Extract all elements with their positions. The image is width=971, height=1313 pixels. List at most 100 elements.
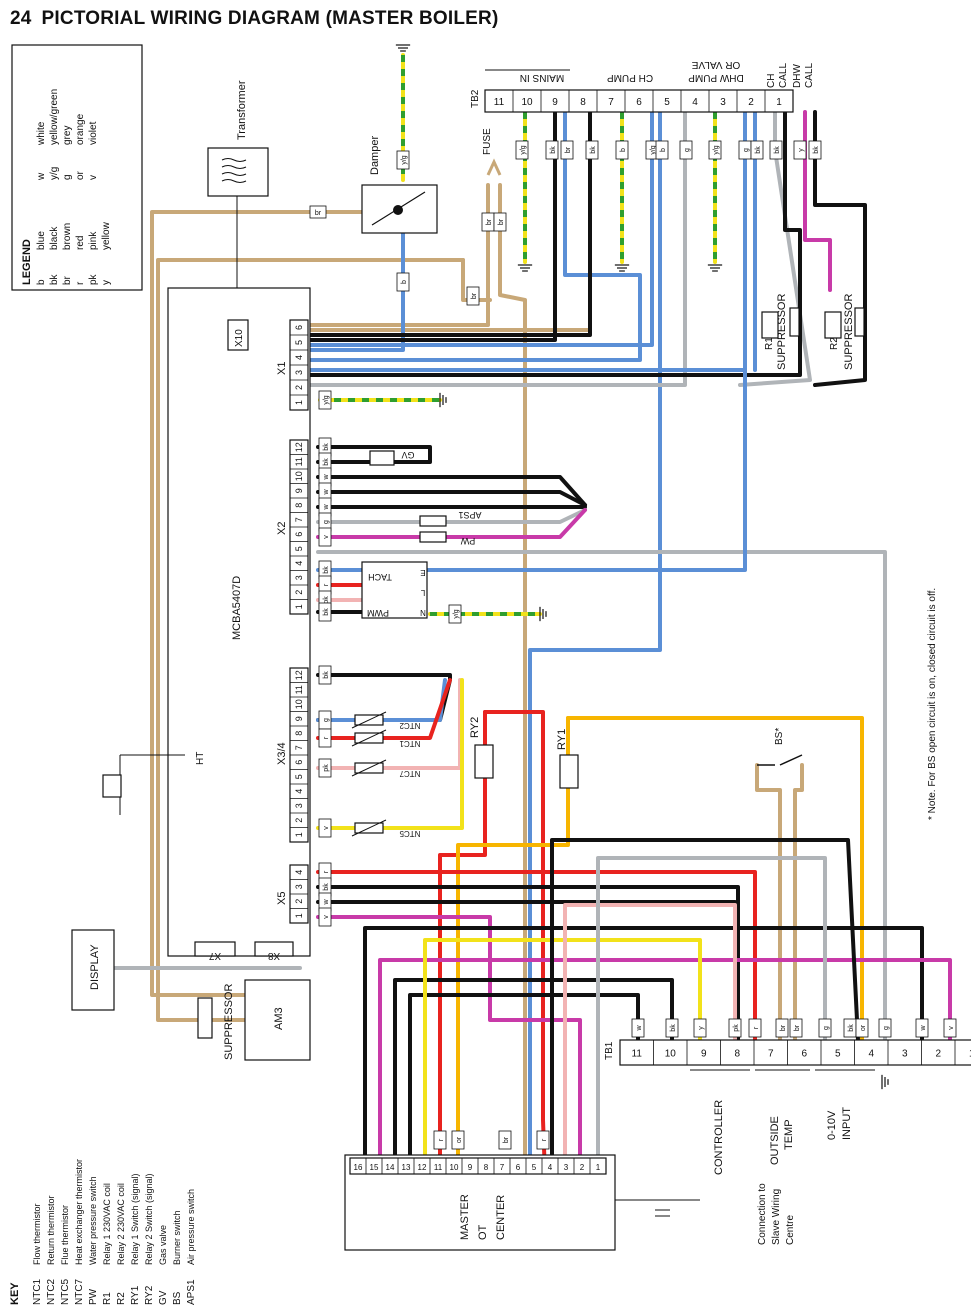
tb2-strip-pin: 11	[494, 97, 505, 108]
ntc2-label: NTC2	[399, 721, 420, 730]
tag-box	[560, 140, 574, 160]
x2-connector-pin: 8	[294, 503, 304, 508]
black-wire-ch-pump	[308, 110, 592, 337]
x1-connector-pin: 5	[294, 340, 304, 345]
tag-box	[808, 140, 822, 160]
tag-text: r	[438, 1138, 445, 1141]
tag-text: v	[323, 535, 330, 539]
tb2-tag: g	[738, 140, 752, 160]
tag-text: y	[698, 1026, 705, 1030]
x5-label: X5	[276, 892, 288, 905]
tag-text: br	[498, 218, 505, 225]
tag-text: pk	[323, 596, 330, 604]
tb1-strip-pin: 3	[902, 1049, 908, 1060]
ch-pump-earth	[614, 264, 630, 272]
black-wire-ot-16	[363, 926, 924, 1177]
legend-code: pk	[88, 273, 99, 285]
tb2-mains-label: MAINS IN	[520, 72, 564, 83]
legend-code: y/g	[49, 167, 60, 180]
tag-text: bk	[323, 608, 330, 616]
tag-text: y/g	[453, 609, 460, 618]
display-label: DISPLAY	[89, 944, 101, 990]
ot-strip-pin: 9	[468, 1163, 473, 1172]
black-wire-ot-13	[408, 993, 640, 1177]
x10-connector	[227, 319, 249, 351]
tag-box	[775, 1018, 789, 1038]
tag-box	[493, 212, 507, 232]
title-number: 24	[10, 8, 32, 29]
fan-e: E	[420, 568, 425, 577]
pw-label: PW	[460, 536, 475, 546]
tag-box	[708, 140, 722, 160]
tb1-strip-pin: 1	[969, 1049, 971, 1060]
blue-wire-damper-x1	[308, 230, 405, 352]
key-code: GV	[158, 1290, 169, 1305]
magenta-wire-pw	[316, 508, 587, 539]
tag-box	[318, 728, 332, 748]
title-text: PICTORIAL WIRING DIAGRAM (MASTER BOILER)	[41, 8, 499, 29]
ot-strip-pin: 2	[580, 1163, 585, 1172]
tb2-tag: bk	[750, 140, 764, 160]
tag-box	[318, 758, 332, 778]
display-box	[71, 929, 115, 1011]
fuse-symbol	[486, 158, 502, 176]
ot-strip-pin: 7	[500, 1163, 505, 1172]
am3-label: AM3	[273, 1007, 285, 1030]
black-wire-x5-3	[316, 885, 740, 1042]
tb2-tag: bk	[585, 140, 599, 160]
tag-text: w	[323, 504, 330, 511]
tag-box	[545, 140, 559, 160]
tag-text: b	[660, 148, 667, 152]
fan-n: N	[420, 608, 426, 617]
orange-wire-ry1-out	[456, 786, 570, 1177]
x5-connector-pin: 2	[294, 899, 304, 904]
key-name: Burner switch	[172, 1210, 182, 1265]
ot-strip-pin: 14	[386, 1163, 395, 1172]
x5-tag: v	[318, 907, 332, 927]
x34-connector-pin: 11	[294, 685, 304, 694]
x1-connector-pin: 1	[294, 400, 304, 405]
x34-label: X3/4	[276, 742, 288, 765]
x2-connector-pin: 11	[294, 457, 304, 466]
x34-tag: v	[318, 818, 332, 838]
ot-center-label: MASTER	[459, 1194, 471, 1240]
tag-box	[855, 1018, 869, 1038]
pwm-label: PWM	[367, 608, 389, 618]
tach-label: TACH	[368, 572, 392, 582]
brown-wire-fuse-link	[461, 258, 492, 302]
x8-connector	[254, 941, 294, 957]
tag-text: r	[323, 583, 330, 586]
am3-box	[244, 979, 311, 1061]
tag-box	[318, 665, 332, 685]
tb2-dhw-label: DHW PUMP	[688, 72, 744, 83]
key-name: Heat exchanger thermistor	[74, 1159, 84, 1265]
grey-wire-ot-1	[596, 856, 827, 1177]
black-wire-dhw-call	[813, 110, 867, 387]
x1-connector-pin: 4	[294, 355, 304, 360]
x34-tag: bk	[318, 665, 332, 685]
tag-box	[750, 140, 764, 160]
key-code: RY2	[144, 1285, 155, 1305]
connection-note: Slave Wiring	[771, 1189, 782, 1245]
fan-l: L	[420, 588, 425, 597]
x34-connector-pin: 4	[294, 789, 304, 794]
key-code: NTC7	[74, 1278, 85, 1305]
grey-wire-aps1	[316, 508, 587, 524]
grey-wire-x2-5	[316, 550, 887, 1042]
tb1-strip-pin: 4	[868, 1049, 874, 1060]
tag-text: y	[798, 148, 805, 152]
key-heading: KEY	[9, 1282, 21, 1305]
tb2-call-label: CALL	[778, 63, 789, 88]
legend-code: y	[101, 280, 112, 285]
connection-note: Connection to	[757, 1183, 768, 1245]
tag-text: g	[323, 520, 330, 524]
tb2-strip-pin: 8	[580, 97, 586, 108]
tb2-strip	[484, 89, 794, 113]
transformer-coil	[221, 158, 247, 162]
key-code: R1	[102, 1292, 113, 1305]
pink-wire-ntc7	[316, 678, 462, 770]
tb2-strip-pin: 4	[692, 97, 698, 108]
key-name: Flue thermistor	[60, 1205, 70, 1265]
tb1-strip-pin: 11	[632, 1049, 643, 1060]
